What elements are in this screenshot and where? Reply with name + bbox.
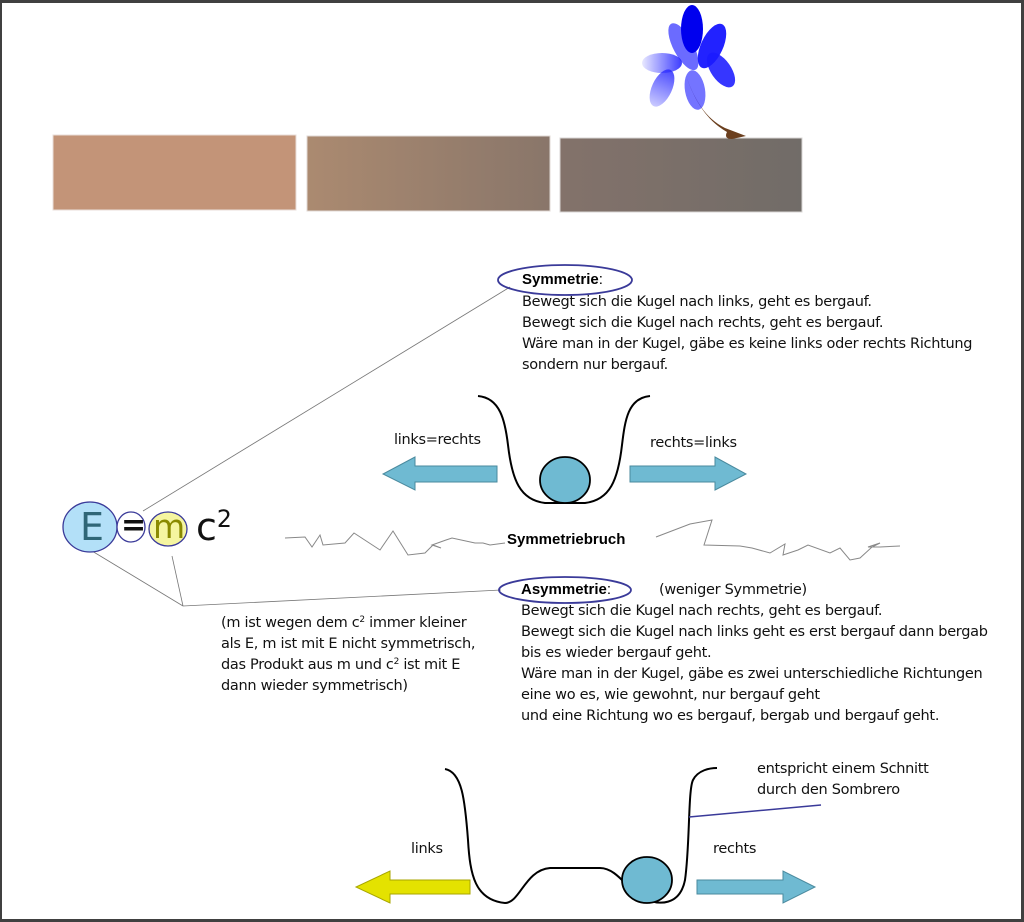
ball-symmetric	[539, 456, 591, 504]
asymmetric-right-label: rechts	[713, 841, 757, 857]
symmetry-line: Bewegt sich die Kugel nach rechts, geht …	[522, 315, 884, 331]
mass-note-line: als E, m ist mit E nicht symmetrisch,	[221, 636, 476, 652]
equals-highlight-ellipse	[116, 511, 146, 543]
asymmetry-line: bis es wieder bergauf geht.	[521, 645, 712, 661]
brick-1	[52, 134, 297, 211]
equation-m: m	[153, 507, 186, 546]
asymmetry-line: Wäre man in der Kugel, gäbe es zwei unte…	[521, 666, 983, 682]
flower-petal	[684, 70, 706, 110]
arrow-right-symmetric	[629, 456, 748, 491]
flower-petal	[697, 23, 727, 69]
symmetry-line: Wäre man in der Kugel, gäbe es keine lin…	[522, 336, 973, 352]
symmetric-right-label: rechts=links	[650, 435, 737, 451]
mass-note: (m ist wegen dem c2 immer kleiner als E,…	[221, 613, 475, 697]
flower-petal	[649, 69, 675, 107]
symmetry-heading-colon: :	[598, 271, 603, 288]
arrow-left-asymmetric	[354, 870, 471, 904]
asymmetry-description: Bewegt sich die Kugel nach rechts, geht …	[521, 601, 988, 727]
symmetry-heading-text: Symmetrie	[522, 271, 599, 288]
sombrero-annotation: entspricht einem Schnitt durch den Sombr…	[757, 759, 929, 801]
asymmetry-heading-colon: :	[606, 581, 612, 598]
symmetry-description: Bewegt sich die Kugel nach links, geht e…	[522, 292, 973, 376]
connector-line-e-down	[91, 550, 184, 607]
asymmetry-subtitle: (weniger Symmetrie)	[659, 582, 807, 598]
connector-line-m-down	[171, 555, 184, 607]
asymmetry-line: eine wo es, wie gewohnt, nur bergauf geh…	[521, 687, 820, 703]
asymmetric-left-label: links	[411, 841, 443, 857]
symmetric-left-label: links=rechts	[394, 432, 481, 448]
flower-petal	[681, 5, 703, 53]
equation-c: c	[196, 505, 217, 549]
flower-icon	[642, 5, 746, 139]
brick-2	[306, 135, 551, 212]
sombrero-annotation-line-text: entspricht einem Schnitt	[757, 761, 929, 777]
asymmetric-well-curve	[444, 767, 718, 905]
flower-petal	[706, 52, 736, 88]
mass-note-line: das Produkt aus m und c2 ist mit E	[221, 657, 461, 673]
connector-line-symmetry	[142, 286, 511, 512]
asymmetry-heading-text: Asymmetrie	[521, 581, 607, 598]
equation-exponent: 2	[216, 505, 232, 534]
equation-E: E	[80, 505, 105, 549]
symmetry-break-squiggle-left	[284, 530, 506, 556]
connector-line-asymmetry	[182, 589, 502, 607]
sombrero-annotation-line	[688, 804, 822, 818]
symmetry-heading: Symmetrie:	[522, 271, 603, 288]
flower-petal	[642, 53, 682, 73]
arrow-left-symmetric	[381, 456, 498, 491]
asymmetry-line: Bewegt sich die Kugel nach links geht es…	[521, 624, 988, 640]
asymmetry-line: Bewegt sich die Kugel nach rechts, geht …	[521, 603, 883, 619]
asymmetry-heading-ellipse	[498, 576, 632, 604]
sombrero-annotation-line-text: durch den Sombrero	[757, 782, 900, 798]
mass-note-line: dann wieder symmetrisch)	[221, 678, 408, 694]
symmetry-breaking-label: Symmetriebruch	[507, 531, 626, 548]
symmetry-break-squiggle-right	[655, 519, 901, 561]
equation-equals: =	[121, 508, 147, 543]
mass-note-line: (m ist wegen dem c2 immer kleiner	[221, 615, 467, 631]
arrow-right-asymmetric	[696, 870, 817, 904]
m-highlight-ellipse	[148, 511, 188, 547]
symmetry-line: sondern nur bergauf.	[522, 357, 668, 373]
asymmetry-heading: Asymmetrie:	[521, 581, 611, 598]
equation-c-squared: c2	[196, 505, 232, 549]
asymmetry-line: und eine Richtung wo es bergauf, bergab …	[521, 708, 940, 724]
ball-asymmetric	[621, 856, 673, 904]
brick-3	[559, 137, 803, 213]
symmetry-heading-ellipse	[497, 264, 633, 296]
symmetry-line: Bewegt sich die Kugel nach links, geht e…	[522, 294, 872, 310]
flower-petal	[668, 23, 699, 71]
